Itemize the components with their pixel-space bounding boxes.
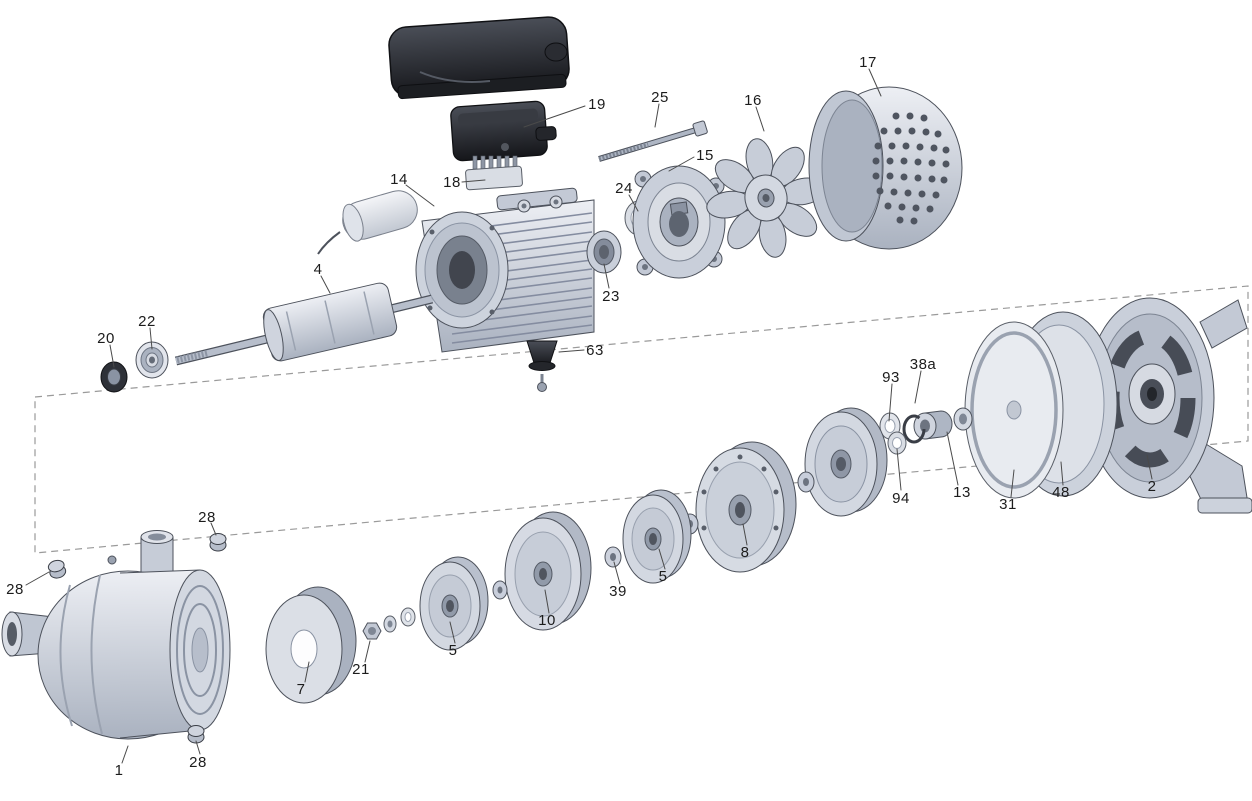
leader-line-24 [628,194,639,212]
plug-28-left [47,559,67,579]
part-label-4: 4 [314,261,323,278]
part-label-7: 7 [297,681,306,698]
leader-line-21 [364,640,371,663]
leader-line-28 [25,571,50,586]
part-label-22: 22 [138,313,156,330]
stage-disc-rear [804,407,888,517]
spacer-bushing-c [492,580,508,600]
plug-28-top [209,533,227,552]
leader-line-8 [742,523,748,546]
washer-94 [887,431,907,455]
motor-bracket [1085,297,1252,514]
part-label-28: 28 [189,754,207,771]
leader-line-20 [109,344,115,368]
part-label-8: 8 [741,544,750,561]
part-label-23: 23 [602,288,620,305]
part-label-16: 16 [744,92,762,109]
reference-frame [34,285,1249,554]
motor-canopy [388,16,570,100]
part-label-28: 28 [198,509,216,526]
part-label-1: 1 [115,762,124,779]
bearing-23 [586,230,622,274]
part-label-13: 13 [953,484,971,501]
leader-line-23 [603,263,610,289]
part-label-18: 18 [443,174,461,191]
motor-stator [415,187,595,353]
shaft-seal [100,361,128,393]
leader-line-15 [668,156,695,172]
part-label-15: 15 [696,147,714,164]
pump-body [1,530,231,740]
leader-line-2 [1146,454,1153,480]
part-label-63: 63 [586,342,604,359]
part-label-5: 5 [659,568,668,585]
leader-line-7 [304,661,310,683]
part-label-17: 17 [859,54,877,71]
part-label-38a: 38a [910,356,937,373]
part-label-94: 94 [892,490,910,507]
stage-casing-10 [504,511,592,631]
diffuser-disc-8 [695,441,797,573]
part-label-21: 21 [352,661,370,678]
capacitor [317,190,418,255]
spacer-bushing-a [797,471,815,493]
part-label-31: 31 [999,496,1017,513]
terminal-board [465,155,523,191]
part-label-39: 39 [609,583,627,600]
leader-line-4 [320,275,331,294]
part-label-28: 28 [6,581,24,598]
terminal-box [450,100,557,162]
part-label-25: 25 [651,89,669,106]
leader-line-14 [405,184,435,207]
impeller-nut [362,622,382,640]
leader-line-13 [946,431,959,486]
part-label-93: 93 [882,369,900,386]
leader-line-10 [544,589,550,614]
leader-line-5 [658,548,666,570]
leader-line-19 [523,105,586,128]
leader-line-28 [195,740,201,755]
rotor-shaft [174,282,434,366]
leader-line-93 [888,383,893,422]
seal-plate [964,321,1064,499]
leader-line-31 [1010,469,1015,498]
leader-line-38a [914,370,922,404]
leader-line-63 [558,349,585,353]
leader-line-25 [654,103,660,128]
leader-line-39 [613,561,621,585]
fan-cover [808,86,963,250]
rubber-foot [526,340,558,392]
impeller-right [622,489,692,584]
leader-line-22 [149,327,153,350]
part-label-5: 5 [449,642,458,659]
part-label-2: 2 [1148,478,1157,495]
tie-bolt [598,120,708,162]
leader-line-16 [755,106,765,132]
leader-line-5 [449,621,456,644]
shaft-washers [383,607,416,633]
part-label-10: 10 [538,612,556,629]
fan-cover-vent-holes [872,112,950,225]
front-disc-7 [265,586,357,704]
impeller-left [419,556,489,651]
leader-line-18 [461,179,486,183]
part-label-20: 20 [97,330,115,347]
circlip [902,414,926,444]
bearing-22 [135,341,169,379]
part-label-19: 19 [588,96,606,113]
end-shield [632,165,726,279]
leader-line-17 [868,68,882,97]
leader-line-48 [1060,461,1064,486]
leader-line-1 [121,745,129,764]
leader-line-28 [210,522,217,536]
part-label-48: 48 [1052,484,1070,501]
part-label-24: 24 [615,180,633,197]
leader-line-94 [896,448,902,491]
part-label-14: 14 [390,171,408,188]
plug-28-bottom [187,725,205,744]
bushing-39 [604,546,622,568]
